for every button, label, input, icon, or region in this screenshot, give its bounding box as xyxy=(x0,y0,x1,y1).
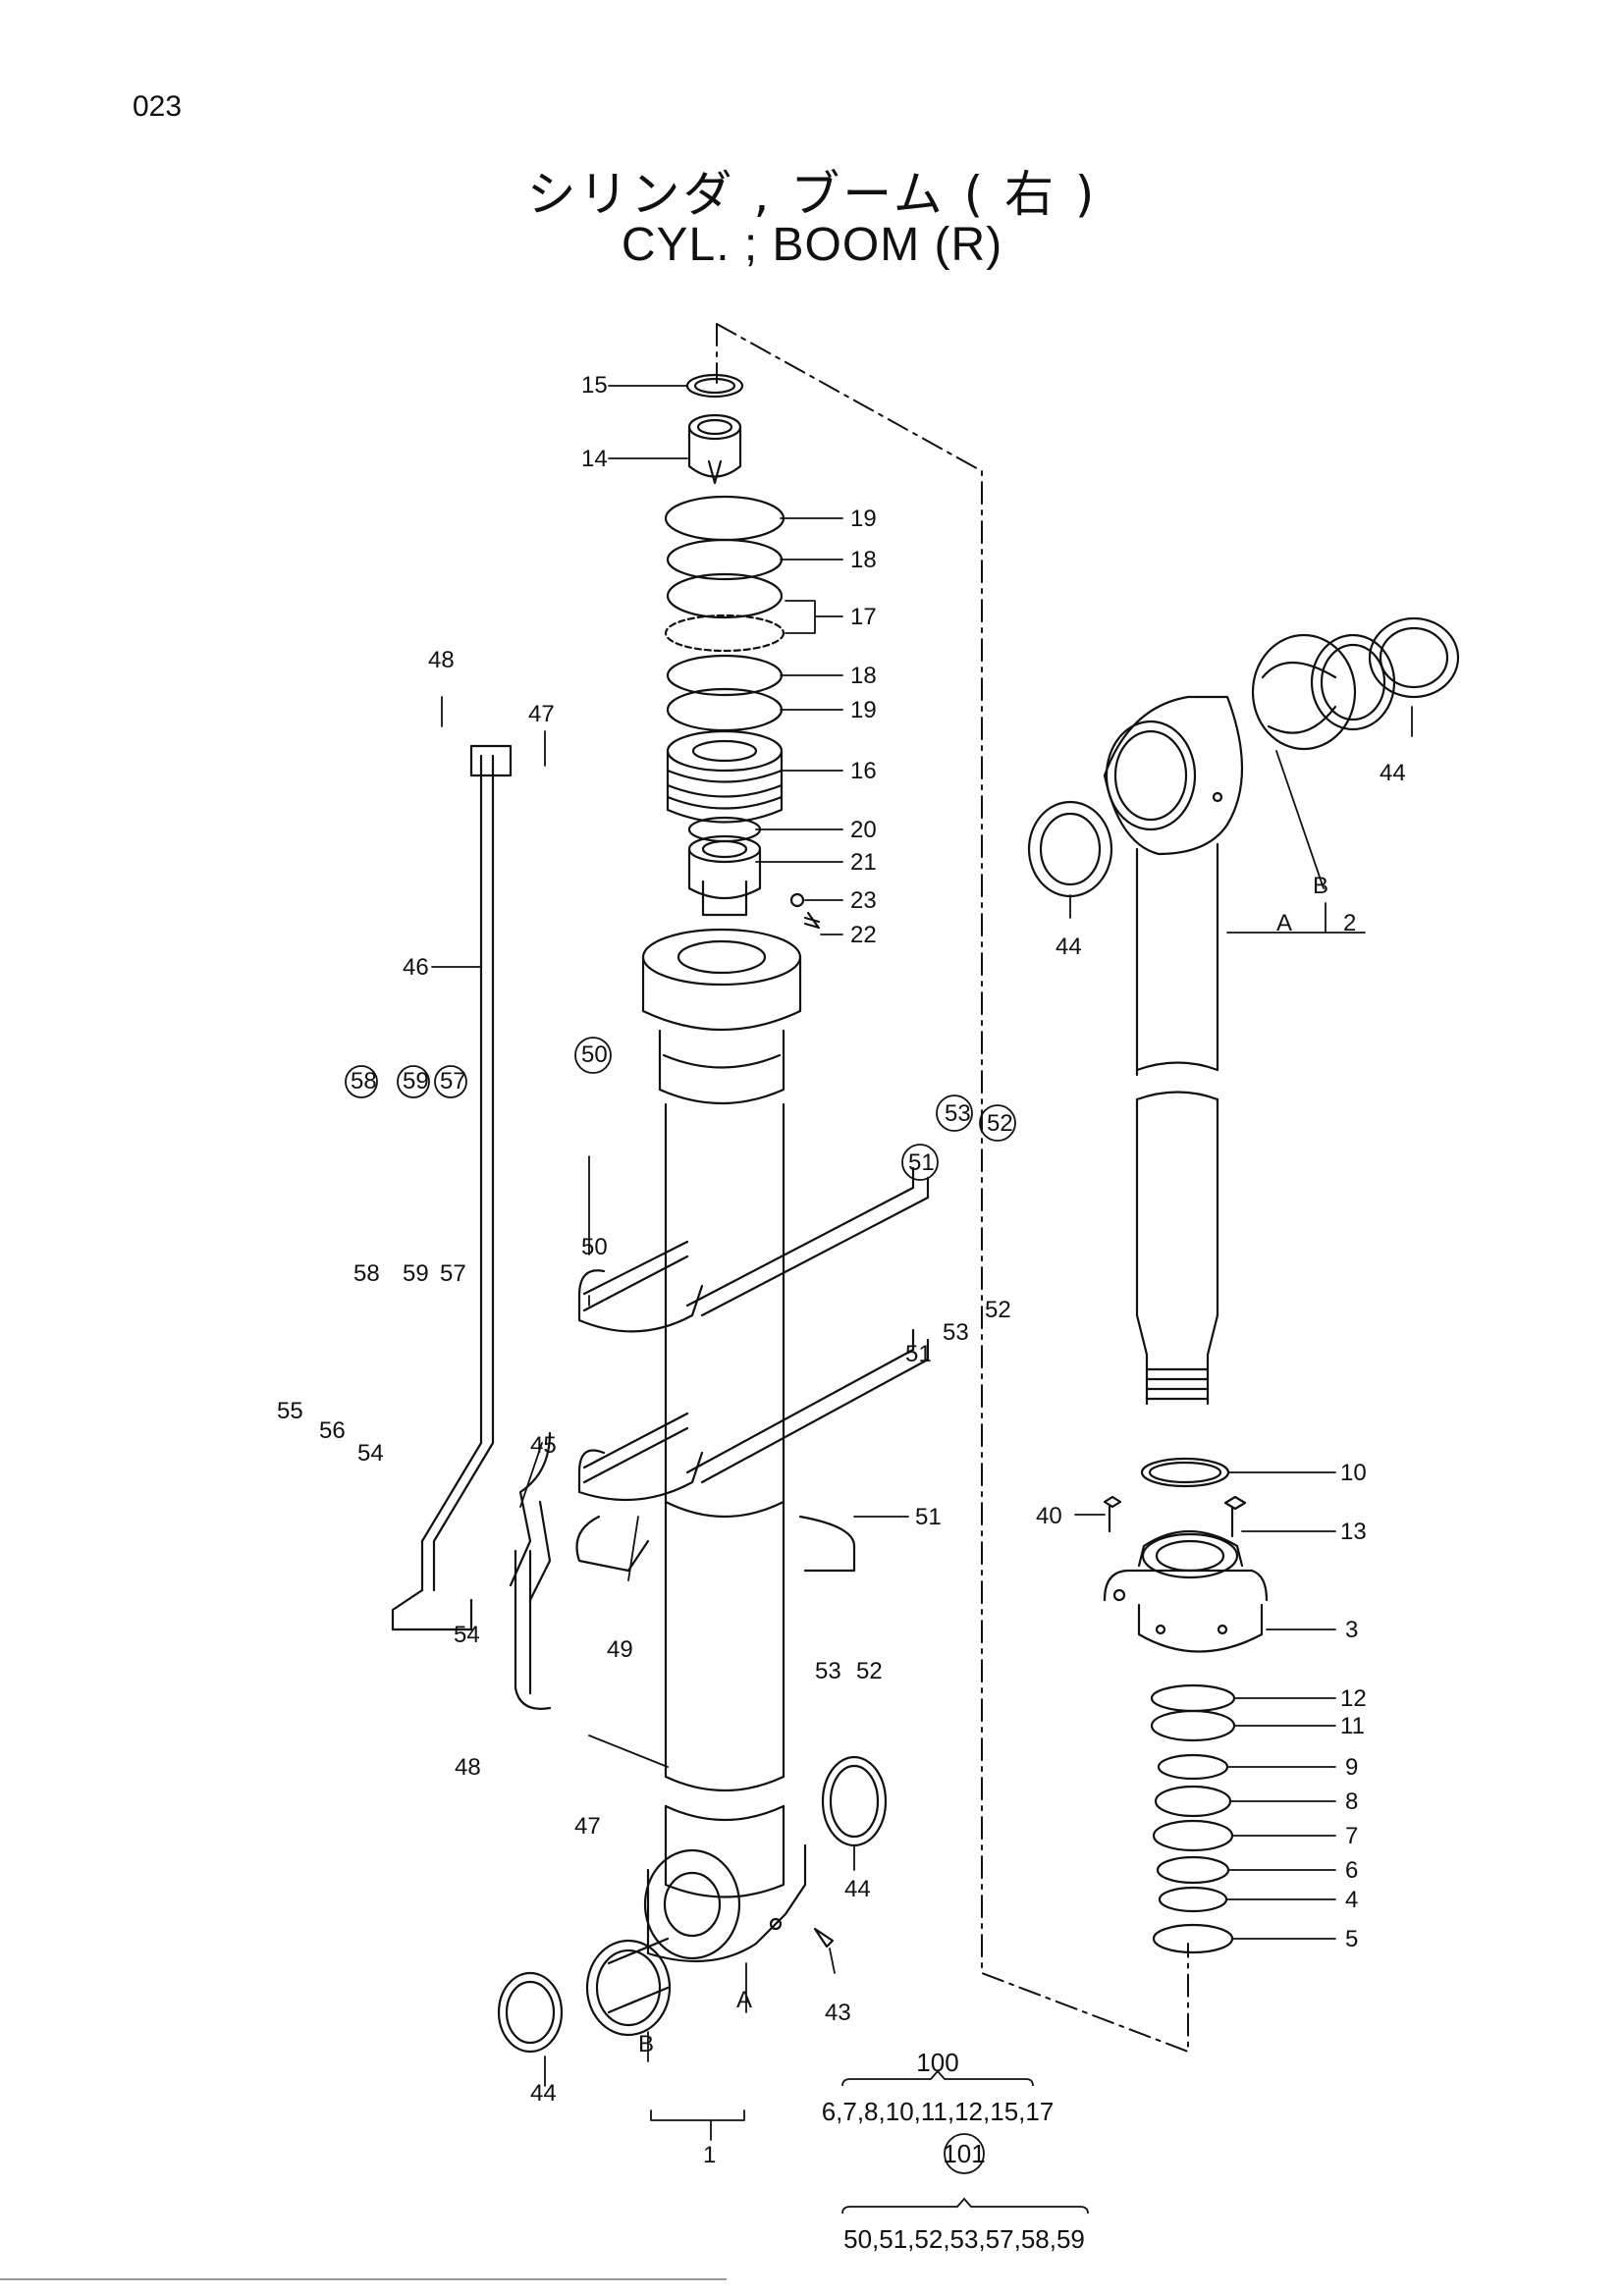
label-19a: 19 xyxy=(850,506,877,532)
label-44d: 44 xyxy=(530,2080,557,2107)
label-A1: A xyxy=(1276,910,1292,936)
label-57a: 57 xyxy=(440,1068,466,1095)
label-14: 14 xyxy=(581,446,608,472)
label-46: 46 xyxy=(403,954,429,981)
label-18a: 18 xyxy=(850,547,877,573)
kit-101-parts: 50,51,52,53,57,58,59 xyxy=(843,2224,1085,2254)
label-59b: 59 xyxy=(403,1260,429,1287)
label-23: 23 xyxy=(850,887,877,914)
label-15: 15 xyxy=(581,372,608,399)
piping-and-clamps xyxy=(391,744,930,1710)
label-47a: 47 xyxy=(528,701,555,727)
label-2: 2 xyxy=(1343,910,1356,936)
label-20: 20 xyxy=(850,817,877,843)
label-16: 16 xyxy=(850,758,877,784)
label-54b: 54 xyxy=(454,1622,480,1648)
label-4: 4 xyxy=(1345,1887,1358,1913)
label-5: 5 xyxy=(1345,1926,1358,1952)
label-51b: 51 xyxy=(905,1341,932,1367)
label-54a: 54 xyxy=(357,1440,384,1467)
label-53b: 53 xyxy=(943,1319,969,1346)
label-44b: 44 xyxy=(1056,934,1082,960)
label-44c: 44 xyxy=(844,1876,871,1902)
page-title-japanese: シリンダ , ブーム ( 右 ) xyxy=(526,166,1098,223)
label-52c: 52 xyxy=(856,1658,883,1684)
label-43: 43 xyxy=(825,2000,851,2026)
label-45: 45 xyxy=(530,1432,557,1459)
label-44a: 44 xyxy=(1380,760,1406,786)
label-21: 21 xyxy=(850,849,877,876)
piston-rod xyxy=(1027,616,1460,1406)
label-1: 1 xyxy=(703,2142,716,2168)
label-55: 55 xyxy=(277,1398,303,1424)
label-49: 49 xyxy=(607,1636,633,1663)
label-48a: 48 xyxy=(428,647,455,673)
bottom-bushings xyxy=(497,1755,888,2054)
rod-head-stack xyxy=(1103,1457,1269,1954)
kit-101-number: 101 xyxy=(943,2139,985,2168)
label-47b: 47 xyxy=(574,1813,601,1840)
cylinder-tube xyxy=(641,928,807,1963)
label-58b: 58 xyxy=(353,1260,380,1287)
label-51c: 51 xyxy=(915,1504,942,1530)
circled-label-markers xyxy=(345,1037,1016,2174)
label-53a: 53 xyxy=(945,1100,971,1127)
label-8: 8 xyxy=(1345,1789,1358,1815)
kit-100-number: 100 xyxy=(916,2048,958,2077)
label-40: 40 xyxy=(1036,1503,1062,1529)
label-3: 3 xyxy=(1345,1617,1358,1643)
label-11: 11 xyxy=(1340,1713,1365,1739)
label-6: 6 xyxy=(1345,1857,1358,1884)
label-19b: 19 xyxy=(850,697,877,723)
leader-lines xyxy=(431,385,1413,2087)
label-7: 7 xyxy=(1345,1823,1358,1849)
assembly-guide-lines xyxy=(716,323,1189,2053)
label-10: 10 xyxy=(1340,1460,1367,1486)
kit-100-parts: 6,7,8,10,11,12,15,17 xyxy=(822,2097,1055,2126)
label-57b: 57 xyxy=(440,1260,466,1287)
kit-notes: 100 6,7,8,10,11,12,15,17 101 50,51,52,53… xyxy=(822,2048,1089,2254)
label-53c: 53 xyxy=(815,1658,841,1684)
part-number-labels: 15 14 19 18 17 18 19 16 20 21 23 22 48 4… xyxy=(277,372,1406,2168)
label-50a: 50 xyxy=(581,1041,608,1068)
label-17: 17 xyxy=(850,604,877,630)
page-title-english: CYL. ; BOOM (R) xyxy=(621,219,1003,271)
label-59a: 59 xyxy=(403,1068,429,1095)
label-22: 22 xyxy=(850,922,877,948)
label-A2: A xyxy=(736,1987,752,2013)
label-18b: 18 xyxy=(850,663,877,689)
label-48b: 48 xyxy=(455,1754,481,1781)
label-58a: 58 xyxy=(351,1068,377,1095)
label-51a: 51 xyxy=(908,1149,935,1176)
label-12: 12 xyxy=(1340,1685,1367,1712)
label-B2: B xyxy=(638,2031,654,2057)
label-52b: 52 xyxy=(985,1297,1011,1323)
gland-seal-stack xyxy=(664,373,821,930)
page-number: 023 xyxy=(133,90,183,123)
label-9: 9 xyxy=(1345,1754,1358,1781)
label-B1: B xyxy=(1313,873,1328,899)
label-13: 13 xyxy=(1340,1519,1367,1545)
footer-divider xyxy=(0,2278,727,2280)
label-56: 56 xyxy=(319,1417,346,1444)
part-1-bracket xyxy=(650,2109,745,2141)
label-52a: 52 xyxy=(987,1110,1013,1137)
label-50b: 50 xyxy=(581,1234,608,1260)
